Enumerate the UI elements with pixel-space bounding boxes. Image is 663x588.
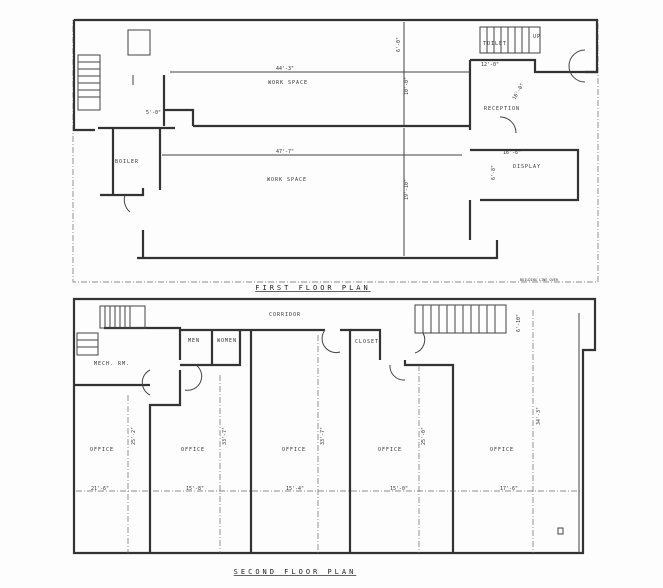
closet-office-walls <box>350 328 455 553</box>
restroom-office-walls <box>180 328 352 553</box>
room-label-office: OFFICE <box>490 447 514 453</box>
building-line <box>72 19 599 283</box>
width-dimension: 17'-6" <box>500 486 518 492</box>
stair-left <box>77 54 101 111</box>
mech-room-walls <box>74 326 150 387</box>
exterior-wall-bottom <box>137 240 499 260</box>
dimension: 6'-0" <box>396 37 402 52</box>
stair-right <box>414 304 507 334</box>
work-space-divider-wall <box>162 75 470 128</box>
stair-left-lower <box>76 332 99 356</box>
room-label-reception: RECEPTION <box>484 106 520 112</box>
depth-dimension: 25'-0" <box>421 427 427 445</box>
width-dimension: 21'-6" <box>91 486 109 492</box>
room-label-women: WOMEN <box>217 338 237 344</box>
room-label-office: OFFICE <box>282 447 306 453</box>
door-swing <box>499 116 517 134</box>
depth-dimension: 25'-2" <box>131 427 137 445</box>
dimension: 5'-0" <box>146 110 161 116</box>
door-swing <box>123 194 131 213</box>
door-swings <box>141 329 426 396</box>
width-dimension: 15'-0" <box>390 486 408 492</box>
stair-up-label: UP <box>533 34 541 40</box>
office-depth-lines <box>127 310 534 553</box>
dimension: 44'-3" <box>276 66 294 72</box>
dimension: 10'-0" <box>512 82 526 101</box>
dimension: 47'-7" <box>276 149 294 155</box>
reception-display-walls <box>468 58 598 240</box>
boiler-room-walls <box>98 126 175 197</box>
room-label-corridor: CORRIDOR <box>269 312 301 318</box>
stair-treads <box>486 27 530 53</box>
first-floor-plan: WORK SPACE WORK SPACE RECEPTION DISPLAY … <box>72 18 599 292</box>
room-label-office: OFFICE <box>90 447 114 453</box>
office-1-walls <box>148 326 182 553</box>
room-label-office: OFFICE <box>378 447 402 453</box>
room-label-men: MEN <box>188 338 200 344</box>
stair-up <box>479 26 541 54</box>
dimension: 19'-10" <box>404 179 410 200</box>
room-label-toilet: TOILET <box>483 41 507 47</box>
stair-dimension: 6'-10" <box>516 314 522 332</box>
exterior-walls <box>72 297 597 555</box>
depth-dimension: 33'-7" <box>222 427 228 445</box>
stair-left <box>99 305 146 329</box>
exterior-wall-top <box>74 18 599 74</box>
exterior-wall-left <box>72 20 95 132</box>
room-label-work-space: WORK SPACE <box>268 80 308 86</box>
door-swing <box>568 49 586 83</box>
depth-dimension: 34'-3" <box>536 407 542 425</box>
room-label-display: DISPLAY <box>513 164 541 170</box>
dimension: 12'-0" <box>481 62 499 68</box>
width-dimension: 15'-8" <box>186 486 204 492</box>
room-label-closet: CLOSET <box>355 339 379 345</box>
room-label-mech: MECH. RM. <box>94 361 130 367</box>
dimension: 6'-8" <box>491 165 497 180</box>
dimension: 16'-6" <box>503 150 521 156</box>
width-dimension: 15'-4" <box>286 486 304 492</box>
second-floor-plan: CORRIDOR MEN WOMEN CLOSET MECH. RM. OFFI… <box>72 297 597 576</box>
second-floor-title: SECOND FLOOR PLAN <box>234 568 357 576</box>
room-label-work-space: WORK SPACE <box>267 177 307 183</box>
toilet-fixtures <box>127 29 151 85</box>
first-floor-title: FIRST FLOOR PLAN <box>255 284 370 292</box>
depth-dimension: 33'-7" <box>320 427 326 445</box>
room-label-boiler: BOILER <box>115 159 139 165</box>
column-marker <box>557 527 564 535</box>
dimension: 10'-0" <box>404 77 410 95</box>
legend-building-line: BUILDING LINE OVER <box>520 278 559 282</box>
room-label-office: OFFICE <box>181 447 205 453</box>
